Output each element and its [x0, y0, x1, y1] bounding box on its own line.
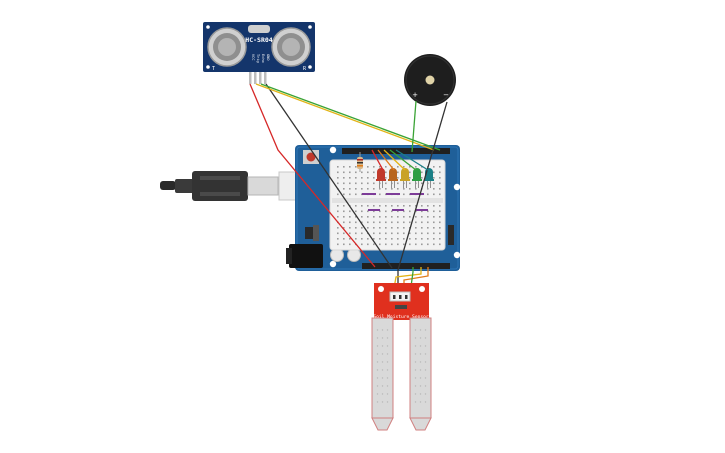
pin-label-trig: Trig — [256, 54, 260, 63]
piezo-buzzer: + − — [404, 54, 456, 106]
wire-yellow-trig — [255, 83, 435, 151]
soil-sensor-label: Soil Moisture Sensor — [373, 314, 429, 320]
wire-red-vcc — [249, 83, 376, 268]
resistor — [357, 152, 363, 172]
receiver-mark: R — [303, 66, 307, 72]
ultrasonic-model-label: HC-SR04 — [245, 36, 272, 44]
transmitter-mark: T — [212, 66, 215, 72]
buzzer-minus-label: − — [443, 91, 449, 99]
ultrasonic-sensor: HC-SR04 T R VCC Trig Echo GND — [203, 22, 315, 84]
wire-green-echo — [260, 83, 441, 151]
pin-label-vcc: VCC — [251, 54, 255, 61]
led-1 — [376, 168, 386, 188]
buzzer-plus-label: + — [412, 91, 418, 99]
led-4 — [412, 168, 422, 188]
led-3 — [400, 168, 410, 188]
mini-breadboard — [329, 159, 446, 251]
wire-buzzer-plus — [411, 100, 417, 153]
led-2 — [388, 168, 398, 188]
pin-label-echo: Echo — [261, 54, 265, 63]
pin-label-gnd: GND — [266, 54, 270, 61]
wire-black-gnd — [265, 83, 393, 269]
soil-moisture-sensor: Soil Moisture Sensor — [371, 283, 432, 431]
